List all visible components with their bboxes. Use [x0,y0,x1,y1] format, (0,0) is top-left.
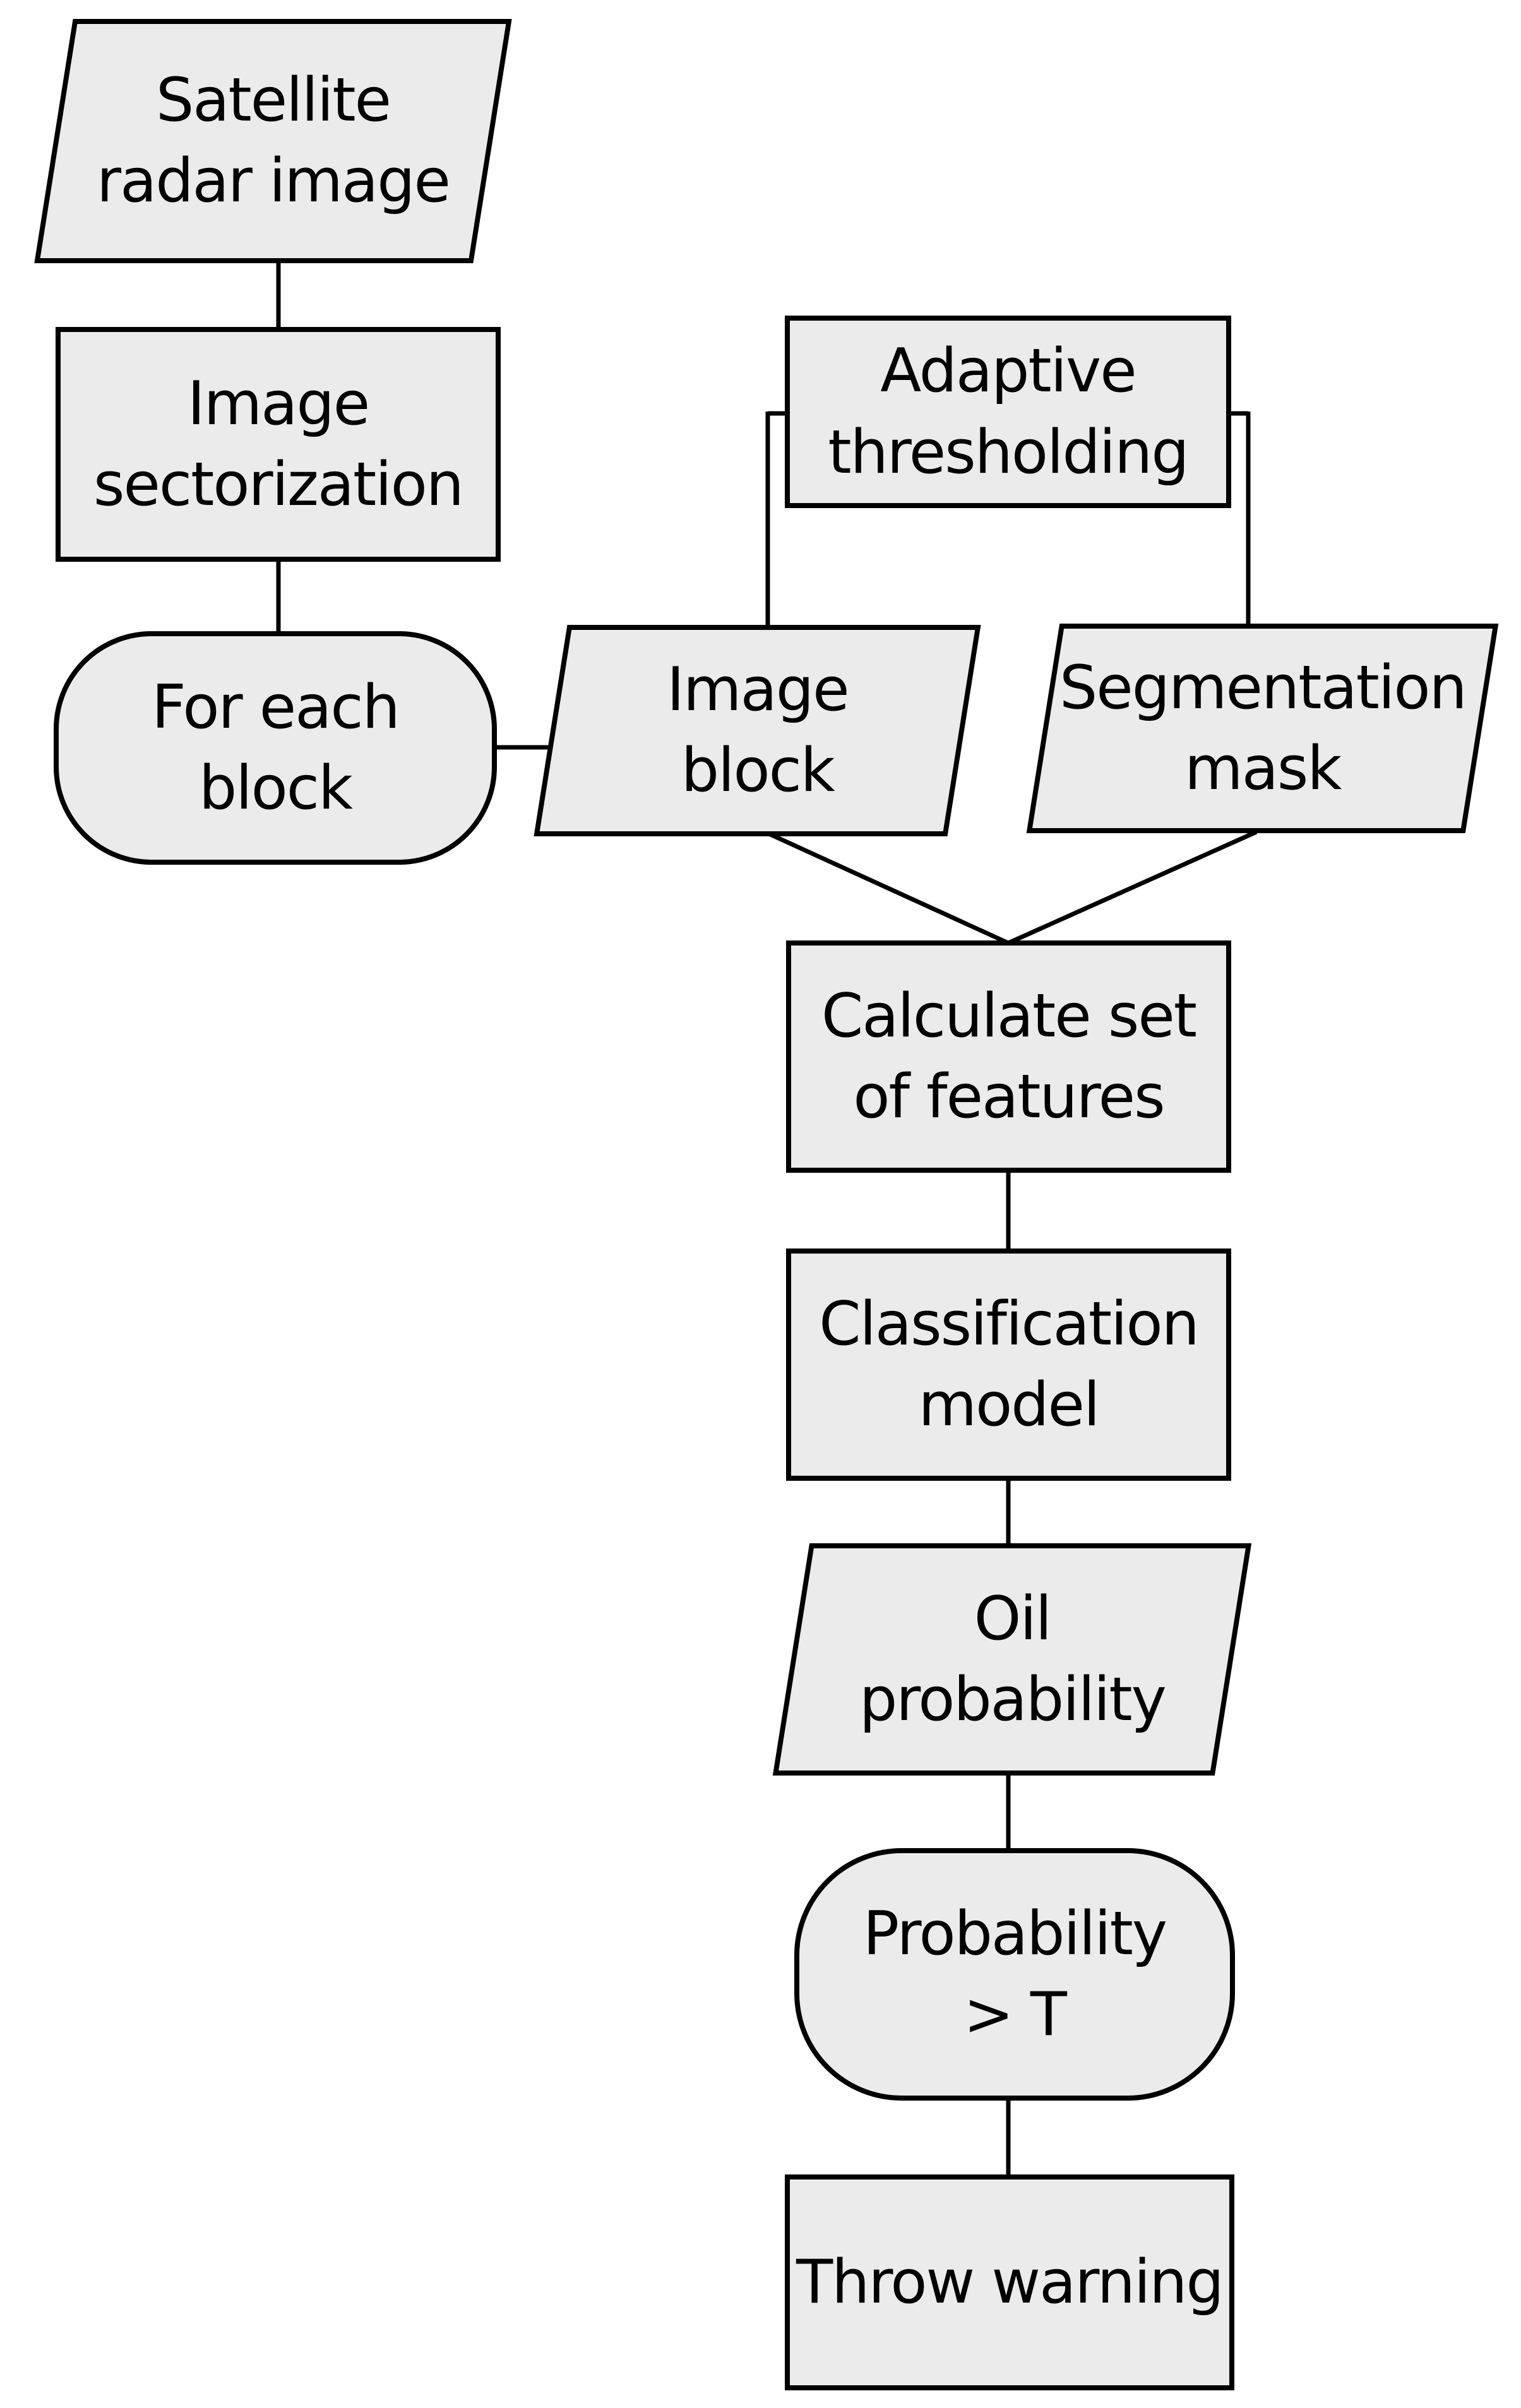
node-label-line: radar image [97,146,450,216]
node-label-line: Adaptive [880,336,1136,406]
node-label: Adaptive thresholding [828,331,1189,493]
node-label: For each block [152,667,400,829]
node-label: Image sectorization [93,364,464,526]
node-label-line: Probability [862,1899,1167,1969]
node-satellite-radar-image: Satellite radar image [34,19,512,263]
node-oil-probability: Oil probability [772,1543,1252,1776]
node-adaptive-thresholding: Adaptive thresholding [785,316,1231,508]
node-label: Satellite radar image [97,60,450,222]
node-label-line: block [681,736,834,806]
node-calculate-set-of-features: Calculate set of features [786,940,1231,1173]
node-label-line: thresholding [828,417,1189,487]
node-label: Oil probability [859,1579,1166,1741]
node-label-line: Segmentation [1059,653,1466,723]
node-label: Probability > T [862,1894,1167,2056]
node-label: Image block [667,649,849,812]
node-label-line: Classification [819,1289,1200,1359]
node-label-line: probability [859,1665,1166,1735]
node-for-each-block: For each block [54,631,497,865]
node-label: Throw warning [796,2242,1224,2323]
node-label-line: Calculate set [821,981,1197,1051]
node-label-line: > T [963,1980,1067,2049]
node-probability-gt-t: Probability > T [794,1848,1235,2101]
node-label: Classification model [819,1284,1200,1446]
node-label-line: Oil [974,1584,1051,1654]
node-label-line: of features [853,1062,1165,1132]
node-classification-model: Classification model [786,1248,1231,1481]
node-image-block: Image block [534,625,981,836]
node-label-line: model [918,1370,1100,1440]
node-label: Segmentation mask [1059,648,1466,810]
node-label-line: For each [152,672,400,742]
node-label-line: Image [666,655,849,725]
edge-imageblock-to-features [769,832,1010,946]
node-label-line: mask [1184,734,1341,804]
edge-segmask-to-features [1007,829,1258,946]
node-throw-warning: Throw warning [785,2174,1234,2390]
node-label-line: Image [187,369,371,439]
node-image-sectorization: Image sectorization [56,327,501,562]
node-segmentation-mask: Segmentation mask [1026,624,1499,833]
node-label: Calculate set of features [821,976,1197,1138]
node-label-line: Throw warning [796,2247,1224,2317]
node-label-line: Satellite [155,66,391,136]
node-label-line: block [198,754,353,823]
node-label-line: sectorization [93,450,464,519]
